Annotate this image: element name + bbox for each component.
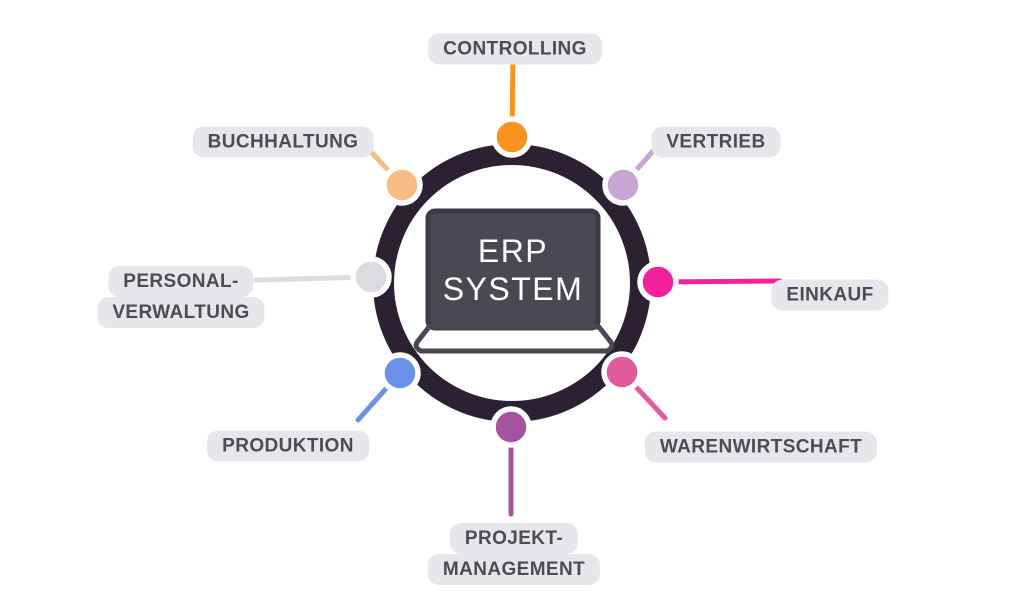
module-label-vertrieb: VERTRIEB xyxy=(651,98,781,159)
laptop-base xyxy=(413,324,615,354)
module-label-controlling-text: CONTROLLING xyxy=(428,33,602,65)
module-label-produktion: PRODUKTION xyxy=(207,402,369,463)
module-dot-produktion xyxy=(379,352,421,394)
module-label-projekt-management: PROJEKT- MANAGEMENT xyxy=(427,494,601,586)
module-dot-vertrieb xyxy=(602,164,644,206)
module-dot-personal-verwaltung xyxy=(350,256,392,298)
center-title: ERP SYSTEM xyxy=(442,232,584,307)
module-label-personal-verwaltung-text: PERSONAL- VERWALTUNG xyxy=(97,266,265,328)
module-dot-warenwirtschaft xyxy=(601,351,643,393)
module-dot-einkauf xyxy=(637,261,679,303)
module-label-einkauf: EINKAUF xyxy=(771,251,889,312)
module-dot-controlling xyxy=(491,116,533,158)
module-label-warenwirtschaft: WARENWIRTSCHAFT xyxy=(644,403,878,464)
module-dot-buchhaltung xyxy=(381,164,423,206)
module-label-produktion-text: PRODUKTION xyxy=(207,430,369,462)
module-dots xyxy=(350,116,679,448)
module-label-personal-verwaltung: PERSONAL- VERWALTUNG xyxy=(97,237,265,329)
laptop-icon xyxy=(413,208,615,354)
module-label-buchhaltung-text: BUCHHALTUNG xyxy=(192,126,374,158)
module-label-controlling: CONTROLLING xyxy=(428,5,602,66)
module-label-projekt-management-text: PROJEKT- MANAGEMENT xyxy=(427,523,601,585)
module-label-vertrieb-text: VERTRIEB xyxy=(651,126,781,158)
module-dot-projekt-management xyxy=(490,406,532,448)
module-label-buchhaltung: BUCHHALTUNG xyxy=(192,98,374,159)
module-label-warenwirtschaft-text: WARENWIRTSCHAFT xyxy=(644,431,878,463)
module-label-einkauf-text: EINKAUF xyxy=(771,279,889,311)
